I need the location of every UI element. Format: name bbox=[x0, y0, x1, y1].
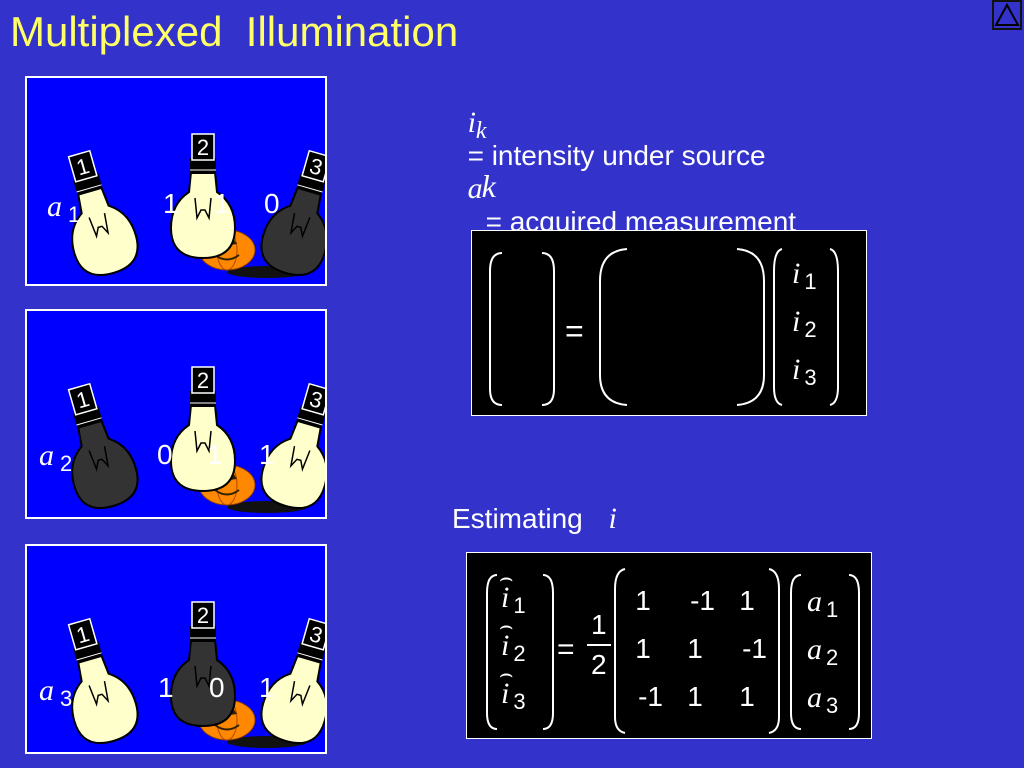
hat-accent-icon: ⌢ bbox=[499, 565, 514, 590]
matrix-brackets bbox=[489, 248, 839, 406]
bulb-number: 2 bbox=[197, 603, 209, 628]
bulb-on-icon: 1 bbox=[67, 617, 139, 745]
code-value: 0 bbox=[157, 439, 173, 470]
panel-art: 1 2 3 bbox=[67, 601, 326, 748]
fraction-numerator: 1 bbox=[591, 609, 607, 640]
bulb-off-icon: 3 bbox=[260, 149, 326, 277]
matrix-cell: 1 bbox=[635, 633, 651, 664]
bulb-number: 2 bbox=[197, 368, 209, 393]
triangle-up-icon bbox=[994, 2, 1020, 26]
matrix-cell: 1 bbox=[739, 585, 755, 616]
bulb-on-icon: 3 bbox=[260, 382, 326, 510]
definition-intensity: ik = intensity under source k bbox=[467, 106, 766, 204]
equals-sign-2: = bbox=[557, 633, 575, 666]
bulb-number: 3 bbox=[307, 153, 326, 180]
equals-sign: = bbox=[565, 313, 584, 349]
code-value: 0 bbox=[209, 672, 225, 703]
matrix-cell: 1 bbox=[687, 681, 703, 712]
code-value: 1 bbox=[163, 188, 179, 219]
panel-art: 1 2 3 bbox=[67, 366, 326, 513]
code-value: 1 bbox=[214, 188, 230, 219]
bulb-on-icon: 1 bbox=[67, 149, 139, 277]
matrix-cell: -1 bbox=[638, 681, 663, 712]
estimating-label: Estimating i bbox=[452, 502, 617, 535]
bulb-off-icon: 1 bbox=[67, 382, 139, 510]
code-value: 1 bbox=[259, 672, 275, 703]
matrix-cell: 1 bbox=[739, 681, 755, 712]
hat-accent-icon: ⌢ bbox=[499, 613, 514, 638]
matrix-cell: 1 bbox=[635, 585, 651, 616]
code-value: 1 bbox=[207, 439, 223, 470]
bulb-number: 2 bbox=[197, 135, 209, 160]
bulb-off-icon: 2 bbox=[169, 601, 237, 728]
hat-accent-icon: ⌢ bbox=[499, 661, 514, 686]
nav-button[interactable] bbox=[992, 0, 1022, 30]
bulb-on-icon: 2 bbox=[169, 366, 237, 493]
matrix-cell: 1 bbox=[687, 633, 703, 664]
code-value: 0 bbox=[264, 188, 280, 219]
code-value: 1 bbox=[259, 439, 275, 470]
matrix-cell: -1 bbox=[742, 633, 767, 664]
definition-measurement: a = acquired measurement bbox=[467, 172, 797, 237]
matrix-cell: -1 bbox=[690, 585, 715, 616]
bulb-number: 3 bbox=[307, 386, 326, 413]
panel-art: 1 2 3 bbox=[67, 133, 326, 278]
code-value: 1 bbox=[158, 672, 174, 703]
bulb-on-icon: 2 bbox=[169, 133, 237, 260]
fraction-denominator: 2 bbox=[591, 649, 607, 680]
bulb-number: 3 bbox=[307, 621, 326, 648]
matrix2-brackets bbox=[486, 568, 860, 734]
slide-title: Multiplexed Illumination bbox=[10, 8, 459, 55]
bulb-on-icon: 3 bbox=[260, 617, 326, 745]
